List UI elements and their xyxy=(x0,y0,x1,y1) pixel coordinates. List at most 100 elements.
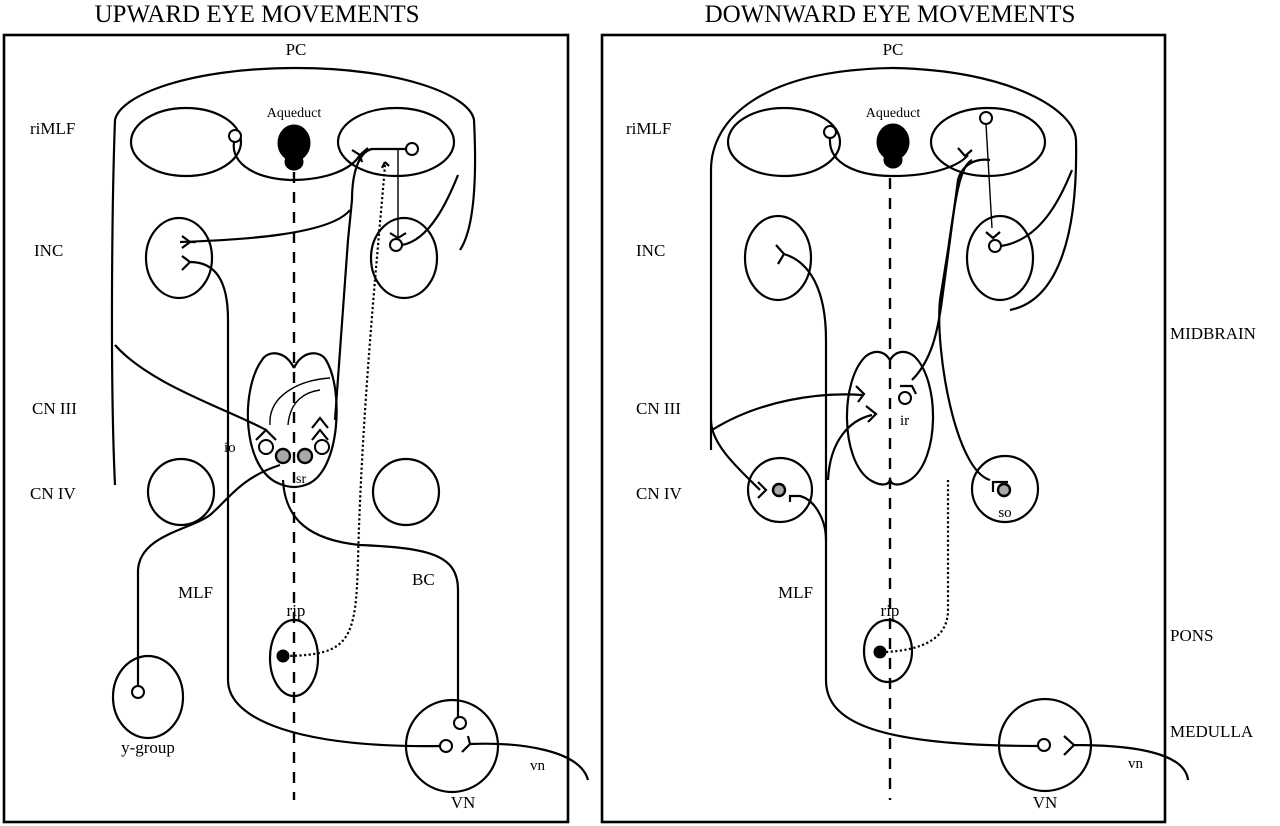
downward-panel: DOWNWARD EYE MOVEMENTS PC riMLF Aqueduct… xyxy=(600,1,1190,824)
region-label-midbrain: MIDBRAIN xyxy=(1170,324,1256,343)
cn4-label-down: CN IV xyxy=(636,484,683,503)
rip-label-down: rip xyxy=(881,601,900,620)
rimlf-left-nucleus xyxy=(129,106,243,178)
inc-right-nucleus xyxy=(369,216,439,300)
vestibular-nerve-afferent-down xyxy=(1063,735,1190,781)
pc-label: PC xyxy=(286,40,307,59)
rimlf-left-nucleus-down xyxy=(726,106,842,178)
vn-cell-down xyxy=(1037,738,1051,752)
vn-nucleus-label: VN xyxy=(451,793,476,812)
sr-motoneuron-right xyxy=(296,447,314,465)
rip-omnipause-neuron xyxy=(276,649,290,663)
rip-nucleus xyxy=(268,618,320,698)
region-label-medulla: MEDULLA xyxy=(1170,722,1254,741)
mlf-to-cn3-axon-down xyxy=(826,413,873,481)
y-group-cell xyxy=(131,685,145,699)
so-label: so xyxy=(998,505,1011,521)
so-motoneuron xyxy=(996,482,1012,498)
inc-right-nucleus-down xyxy=(965,214,1035,302)
rip-label: rip xyxy=(287,601,306,620)
cn4-left-motoneuron-down xyxy=(771,482,787,498)
io-motoneuron-left xyxy=(258,439,274,455)
cn3-terminal-sr2 xyxy=(311,416,329,429)
rimlf-crossing-axon-down xyxy=(828,137,969,178)
rimlf-right-cell-down xyxy=(979,111,993,125)
cn4-left-axon-down xyxy=(788,494,828,541)
cn3-terminal-sr xyxy=(311,428,329,441)
rip-inhibitory-projection xyxy=(285,164,387,658)
downward-panel-title: DOWNWARD EYE MOVEMENTS xyxy=(705,1,1076,28)
rimlf-right-descending-axon xyxy=(333,147,406,421)
io-label: io xyxy=(224,440,236,456)
aqueduct-shape-down xyxy=(876,123,910,169)
brachium-conjunctivum xyxy=(281,479,460,718)
cn3-left-terminal-upper-down xyxy=(855,385,866,403)
cn4-left-terminal-down xyxy=(757,481,768,499)
upward-panel: UPWARD EYE MOVEMENTS PC riMLF Aqueduct I… xyxy=(2,1,590,824)
rimlf-label-down: riMLF xyxy=(626,119,671,138)
ir-motoneuron xyxy=(898,391,912,405)
cn3-label: CN III xyxy=(32,399,77,418)
vn-nerve-label: vn xyxy=(530,758,546,774)
inc-right-cell xyxy=(389,238,403,252)
inc-left-mlf-axon xyxy=(181,255,441,748)
pc-to-cn3-axon xyxy=(114,344,267,431)
vn-nucleus-label-down: VN xyxy=(1033,793,1058,812)
cn3-left-terminal-lower-down xyxy=(865,405,878,423)
rip-inhibitory-projection-down xyxy=(885,480,950,654)
inc-right-terminal-down xyxy=(985,231,1001,240)
vestibular-nerve-afferent xyxy=(461,735,590,781)
aqueduct-label-down: Aqueduct xyxy=(866,106,921,121)
rimlf-right-terminal-down xyxy=(957,147,973,158)
inc-left-nucleus-down xyxy=(743,214,813,302)
vn-nerve-label-down: vn xyxy=(1128,756,1144,772)
posterior-commissure-outline-down xyxy=(709,66,1078,450)
vn-cell-lower xyxy=(439,739,453,753)
pc-to-cn4-axon xyxy=(709,419,761,491)
inc-right-cell-down xyxy=(988,239,1002,253)
cn3-nucleus-down xyxy=(845,350,935,486)
pc-label-down: PC xyxy=(883,40,904,59)
inc-left-upper-axon xyxy=(179,209,351,244)
rimlf-left-cell-down xyxy=(823,125,837,139)
inc-left-nucleus xyxy=(144,216,214,300)
cn3-terminal-io-left xyxy=(255,428,277,441)
inc-left-mlf-axon-down xyxy=(775,244,1041,748)
ir-terminal xyxy=(900,384,917,395)
cn3-fiber-b xyxy=(287,389,321,426)
cn4-right-nucleus xyxy=(371,457,441,527)
so-terminal xyxy=(991,480,1008,492)
rip-terminal-rimlf xyxy=(381,161,390,169)
y-group-nucleus xyxy=(111,654,185,740)
upward-panel-frame xyxy=(2,33,570,824)
aqueduct-shape xyxy=(277,124,311,171)
vn-cell-upper xyxy=(453,716,467,730)
rimlf-to-cn4-axon-down xyxy=(938,158,991,482)
cn3-label-down: CN III xyxy=(636,399,681,418)
pc-to-cn3-axon-down xyxy=(711,393,863,431)
rip-nucleus-down xyxy=(862,618,914,684)
rimlf-to-cn3-axon-down xyxy=(911,158,991,381)
cn4-label: CN IV xyxy=(30,484,77,503)
rip-omnipause-neuron-down xyxy=(873,645,887,659)
inc-label: INC xyxy=(34,241,63,260)
rimlf-to-inc-axon-down xyxy=(985,123,993,229)
inc-right-axon-down xyxy=(1000,169,1074,248)
mlf-label: MLF xyxy=(178,583,213,602)
downward-panel-frame xyxy=(600,33,1167,824)
rimlf-label: riMLF xyxy=(30,119,75,138)
aqueduct-label: Aqueduct xyxy=(267,106,322,121)
rimlf-right-nucleus xyxy=(336,106,456,178)
upward-panel-title: UPWARD EYE MOVEMENTS xyxy=(95,1,420,28)
ir-label: ir xyxy=(900,413,909,429)
cn3-fiber-a xyxy=(269,377,331,426)
rimlf-right-nucleus-down xyxy=(929,106,1047,178)
cn3-nucleus xyxy=(246,352,338,489)
rimlf-left-cell xyxy=(228,129,242,143)
region-label-pons: PONS xyxy=(1170,626,1213,645)
rimlf-crossing-axon xyxy=(232,137,361,182)
cn4-left-nucleus-down xyxy=(746,456,814,524)
cn4-right-nucleus-down xyxy=(970,454,1040,524)
inc-right-terminal xyxy=(389,232,407,240)
